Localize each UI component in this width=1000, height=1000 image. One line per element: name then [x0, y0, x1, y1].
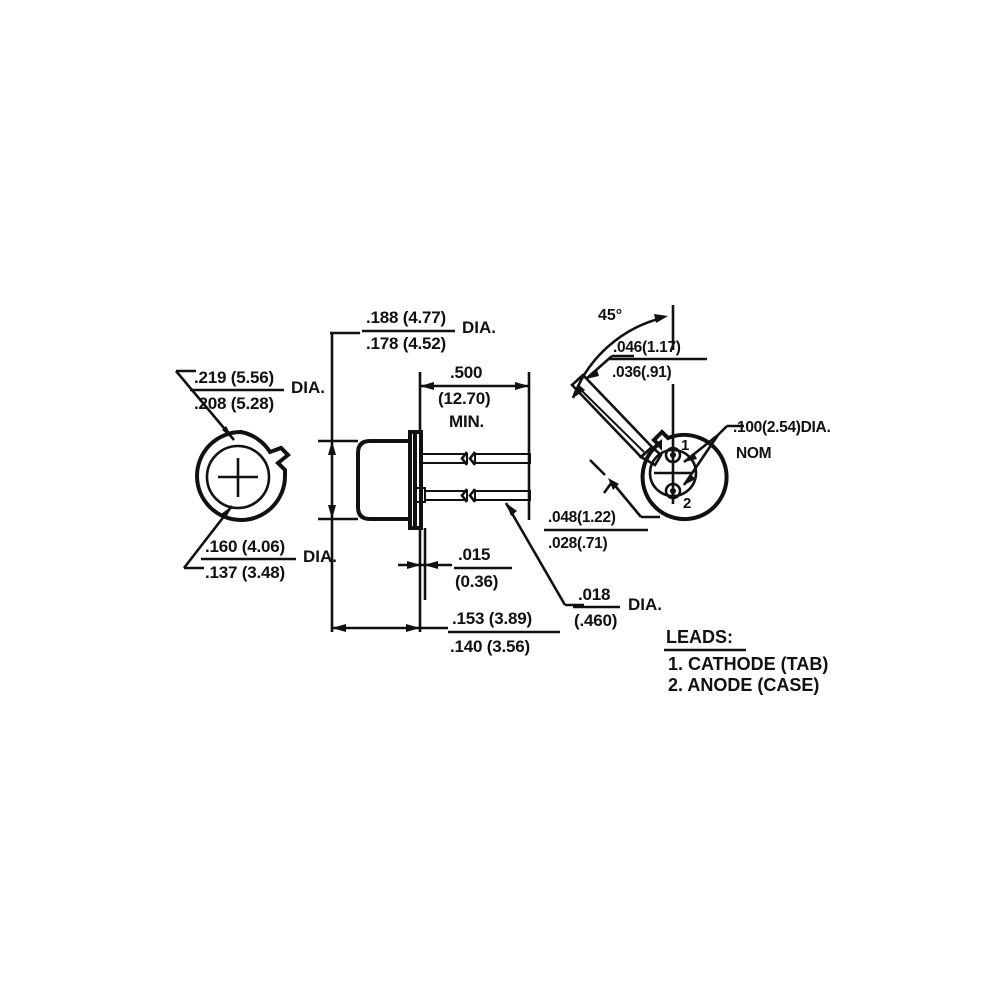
bottom-view-pin-spacing-leader — [682, 424, 744, 486]
side-view-body-height-dimension: .153 (3.89) .140 (3.56) — [448, 609, 560, 656]
leads-legend-item-2: 2. ANODE (CASE) — [668, 675, 819, 695]
svg-text:.028(.71): .028(.71) — [548, 535, 607, 552]
angle-label: 45° — [598, 307, 622, 324]
side-view-lead-2-stub — [424, 490, 468, 501]
bottom-view-pin-2 — [664, 482, 682, 500]
svg-text:.153 (3.89): .153 (3.89) — [452, 609, 532, 628]
bottom-view-tab-thickness-leader — [585, 354, 634, 380]
svg-text:.137 (3.48): .137 (3.48) — [205, 563, 285, 582]
side-view-flange-thickness-dimension: .015 (0.36) — [454, 545, 512, 591]
side-view-flange-thickness-lines — [398, 528, 452, 600]
svg-text:.208 (5.28): .208 (5.28) — [194, 394, 274, 413]
front-view-group — [195, 429, 291, 522]
leads-legend-item-1: 1. CATHODE (TAB) — [668, 654, 828, 674]
svg-text:.500: .500 — [450, 363, 482, 382]
svg-text:DIA.: DIA. — [628, 595, 662, 614]
bottom-view-pin-2-label: 2 — [683, 495, 691, 512]
bottom-view-tab-width-dimension: .048(1.22) .028(.71) — [544, 509, 648, 552]
svg-text:(.460): (.460) — [574, 611, 617, 630]
side-view-lead-2-run — [474, 490, 531, 501]
svg-text:.048(1.22): .048(1.22) — [548, 509, 616, 526]
svg-text:.160 (4.06): .160 (4.06) — [205, 537, 285, 556]
svg-text:.178 (4.52): .178 (4.52) — [366, 334, 446, 353]
side-view-lead-dia-dimension: .018 (.460) DIA. — [573, 585, 662, 630]
side-view-body-outline — [356, 439, 412, 521]
bottom-view-group: 1 2 — [640, 429, 729, 522]
svg-text:NOM: NOM — [736, 445, 771, 462]
bottom-view-pin-spacing-dimension: .100(2.54)DIA. NOM — [733, 419, 831, 462]
front-view-inner-circle — [205, 444, 271, 510]
svg-text:DIA.: DIA. — [462, 318, 496, 337]
svg-text:DIA.: DIA. — [291, 378, 325, 397]
side-view-body-dia-dimension: .188 (4.77) .178 (4.52) DIA. — [362, 308, 496, 353]
side-view-lead-1-run — [474, 453, 531, 464]
side-view-lead-dia-leader — [504, 502, 584, 607]
svg-text:.036(.91): .036(.91) — [612, 364, 671, 381]
side-view-lead-length-dimension: .500 (12.70) MIN. — [438, 363, 491, 431]
front-view-outer-dia-dimension: .219 (5.56) .208 (5.28) DIA. — [190, 368, 325, 413]
bottom-view-tab-width-leader — [589, 459, 660, 519]
svg-text:.046(1.17): .046(1.17) — [613, 339, 681, 356]
svg-text:(12.70): (12.70) — [438, 389, 490, 408]
side-view-body-height-lines — [330, 523, 448, 632]
svg-text:.219 (5.56): .219 (5.56) — [194, 368, 274, 387]
bottom-view-pin-1-core — [670, 452, 676, 458]
side-view-lead-1-break2 — [468, 451, 477, 466]
svg-text:.140 (3.56): .140 (3.56) — [450, 637, 530, 656]
bottom-view-case-outline — [640, 429, 729, 522]
side-view-lead-1-break — [460, 451, 469, 466]
front-view-inner-dia-leader — [182, 505, 234, 570]
svg-text:.015: .015 — [458, 545, 490, 564]
bottom-view-pin-1 — [664, 446, 682, 464]
bottom-view-pin-1-label: 1 — [681, 437, 689, 454]
side-view-lead-2-break — [460, 488, 469, 503]
front-view-inner-dia-dimension: .160 (4.06) .137 (3.48) DIA. — [201, 537, 337, 582]
side-view-body-dia-dimension-lines — [318, 331, 360, 523]
side-view-group — [356, 430, 531, 530]
bottom-view-pin-2-core — [670, 488, 676, 494]
svg-text:.100(2.54)DIA.: .100(2.54)DIA. — [733, 419, 830, 436]
bottom-view-tab-thickness-dimension: .046(1.17) .036(.91) — [608, 339, 707, 381]
bottom-view-tab — [570, 373, 663, 467]
svg-text:.018: .018 — [578, 585, 610, 604]
svg-text:.188 (4.77): .188 (4.77) — [366, 308, 446, 327]
side-view-flange-rim — [413, 430, 423, 530]
front-view-outer-case-outline — [195, 429, 291, 522]
svg-text:DIA.: DIA. — [303, 547, 337, 566]
side-view-lead-length-dimension-lines — [418, 372, 531, 520]
leads-legend: LEADS: 1. CATHODE (TAB) 2. ANODE (CASE) — [664, 627, 828, 695]
leads-legend-title: LEADS: — [666, 627, 733, 647]
side-view-lead-1-stub — [420, 453, 468, 464]
side-view-lead-2-break2 — [468, 488, 477, 503]
svg-text:(0.36): (0.36) — [455, 572, 498, 591]
front-view-outer-dia-leader — [175, 369, 235, 441]
svg-text:MIN.: MIN. — [449, 412, 484, 431]
